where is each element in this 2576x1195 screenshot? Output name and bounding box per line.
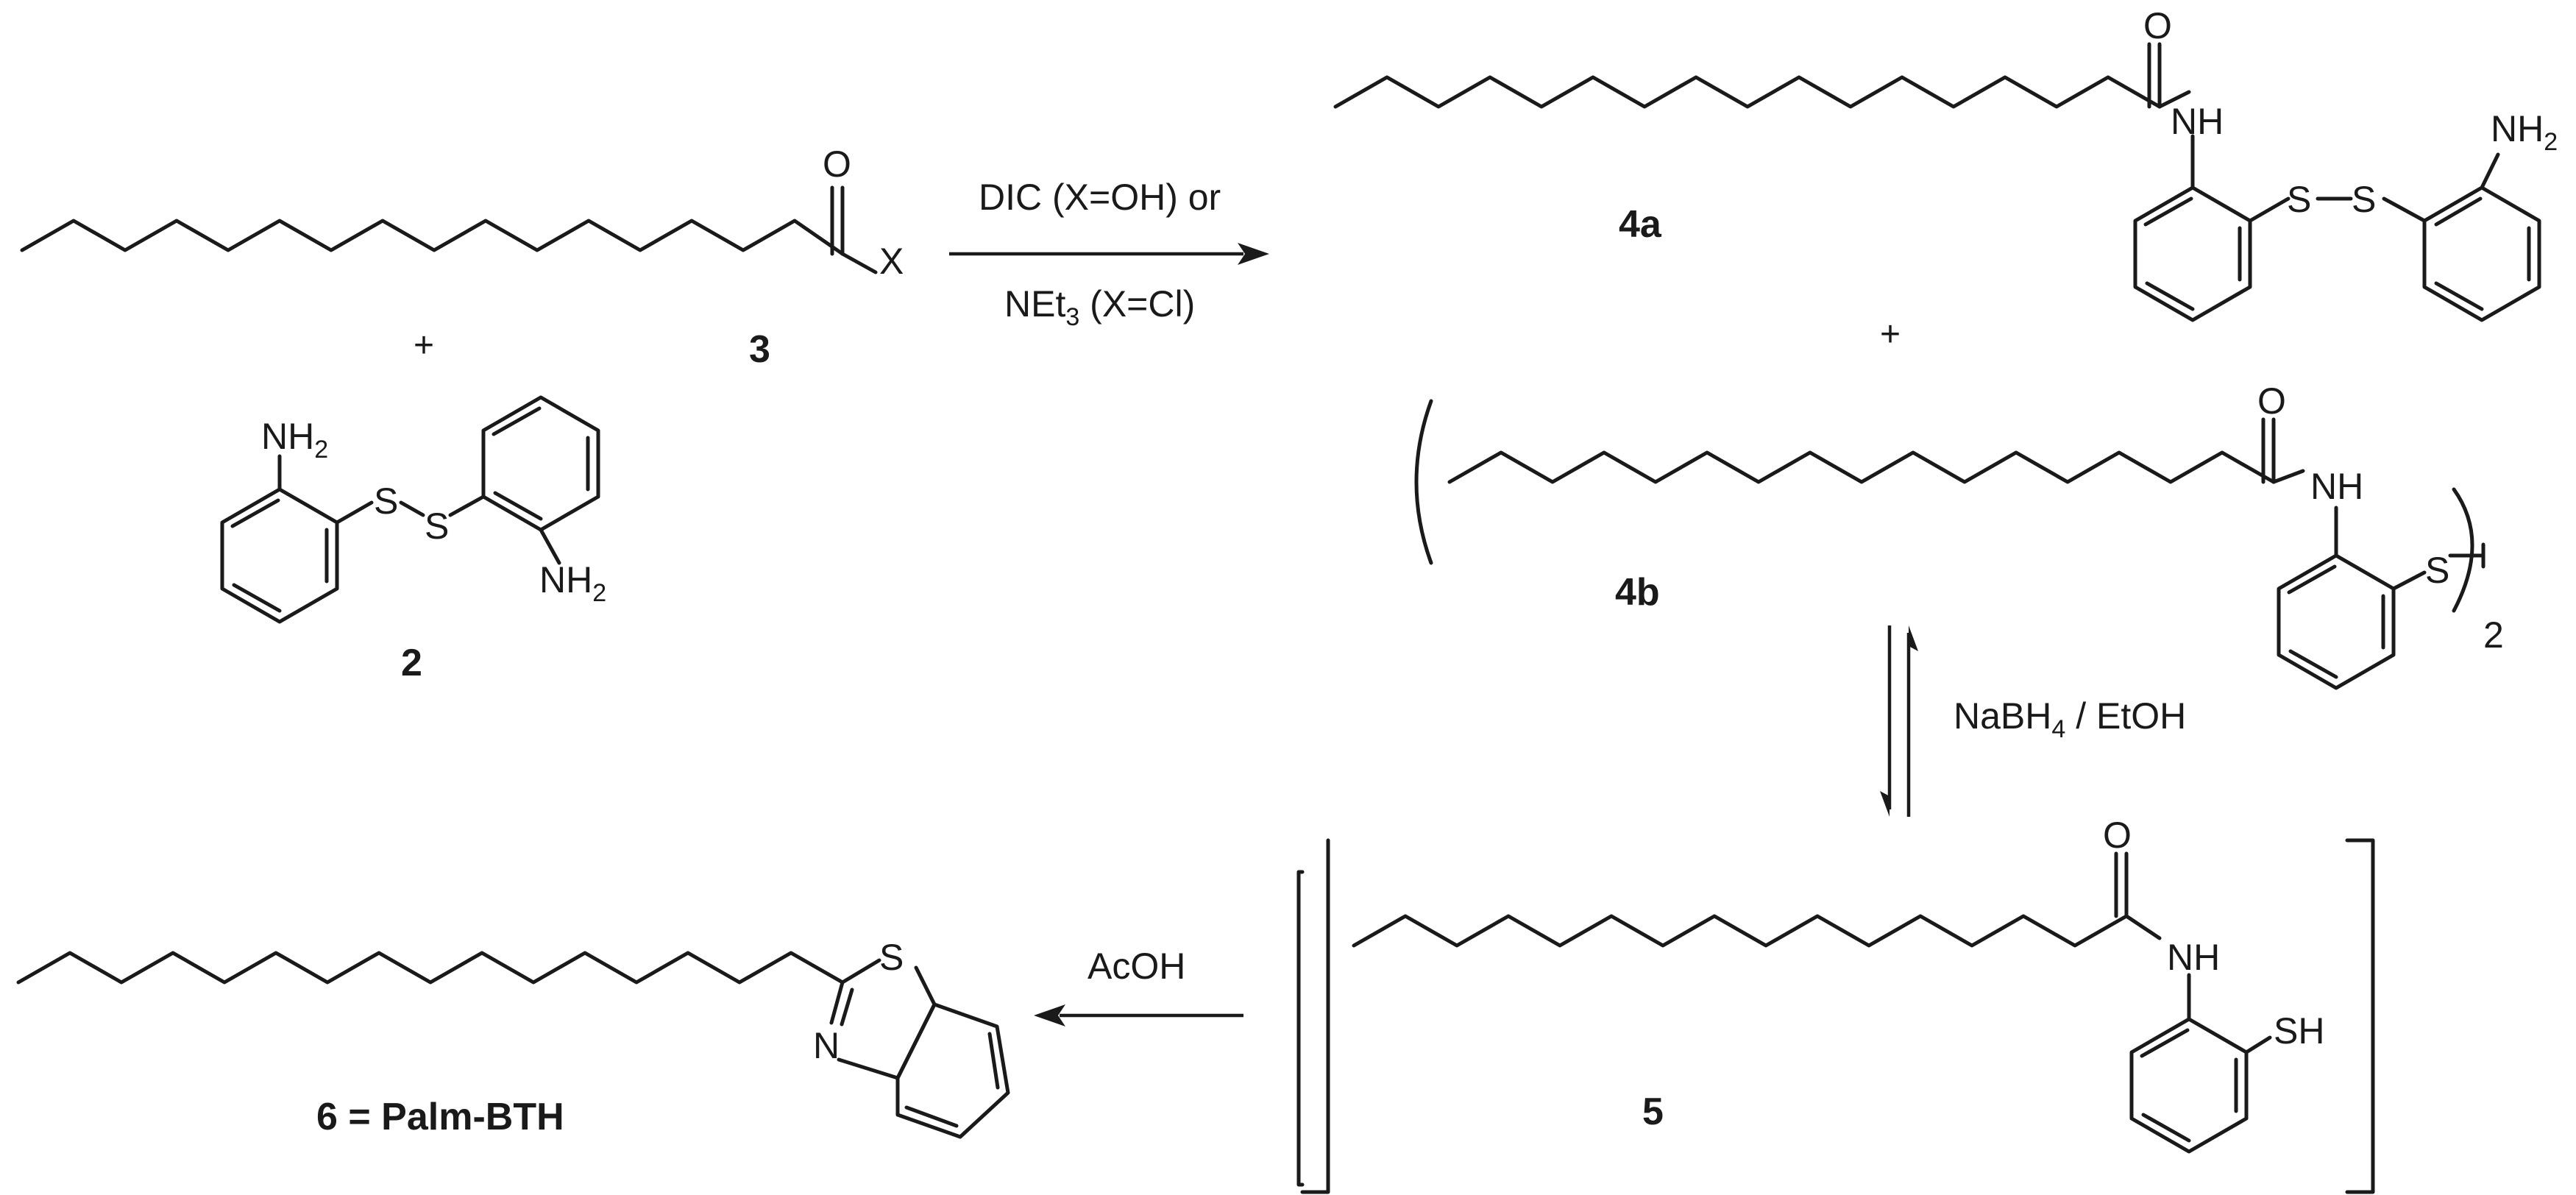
- amide-nh-label: NH: [2310, 466, 2363, 507]
- sulfur-label: S: [425, 506, 449, 547]
- sulfur-label: S: [2287, 179, 2311, 220]
- reagent-step1-line1: DIC (X=OH) or: [979, 177, 1221, 218]
- amino-group-label: NH2: [2491, 108, 2558, 156]
- compound-4a-structure: O NH S S NH2: [1333, 5, 2558, 322]
- amino-group-label: NH2: [261, 416, 328, 464]
- thiol-label: SH: [2274, 1010, 2324, 1052]
- dimer-multiplier: 2: [2483, 614, 2504, 656]
- plus-sign-left: +: [414, 326, 434, 365]
- compound-label-4a: 4a: [1619, 203, 1662, 246]
- amide-nh-label: NH: [2167, 937, 2220, 978]
- amino-group-label: NH2: [539, 559, 606, 607]
- nitrogen-label: N: [813, 1025, 840, 1066]
- oxygen-label: O: [2257, 380, 2286, 422]
- compound-3-structure: O X: [20, 143, 904, 282]
- compound-label-4b: 4b: [1615, 571, 1660, 614]
- sulfur-label: S: [374, 481, 398, 522]
- oxygen-label: O: [2103, 815, 2132, 856]
- compound-label-5: 5: [1642, 1091, 1664, 1133]
- x-group-label: X: [879, 241, 904, 282]
- compound-label-3: 3: [749, 328, 770, 371]
- plus-sign-right: +: [1880, 315, 1901, 354]
- reagent-step3: AcOH: [1087, 946, 1185, 987]
- compound-6-structure: S N: [16, 937, 1010, 1139]
- reagent-step2: NaBH4 / EtOH: [1954, 695, 2186, 743]
- compound-4b-structure: O NH S 2: [1414, 380, 2504, 690]
- sulfur-label: S: [879, 937, 904, 978]
- sulfur-label: S: [2352, 179, 2376, 220]
- oxygen-label: O: [2143, 5, 2172, 46]
- amide-nh-label: NH: [2171, 101, 2224, 142]
- compound-5-structure: O NH SH: [1296, 815, 2375, 1194]
- reaction-arrow-step1: [949, 243, 1269, 265]
- sulfur-label: S: [2425, 550, 2449, 591]
- compound-2-structure: NH2 S S NH2: [220, 395, 606, 624]
- equilibrium-arrow-step2: [1880, 625, 1918, 817]
- reaction-arrow-step3: [1034, 1004, 1243, 1026]
- oxygen-label: O: [823, 143, 851, 185]
- compound-label-2: 2: [401, 642, 422, 684]
- compound-label-6: 6 = Palm-BTH: [316, 1096, 564, 1138]
- reagent-step1-line2: NEt3 (X=Cl): [1004, 283, 1195, 331]
